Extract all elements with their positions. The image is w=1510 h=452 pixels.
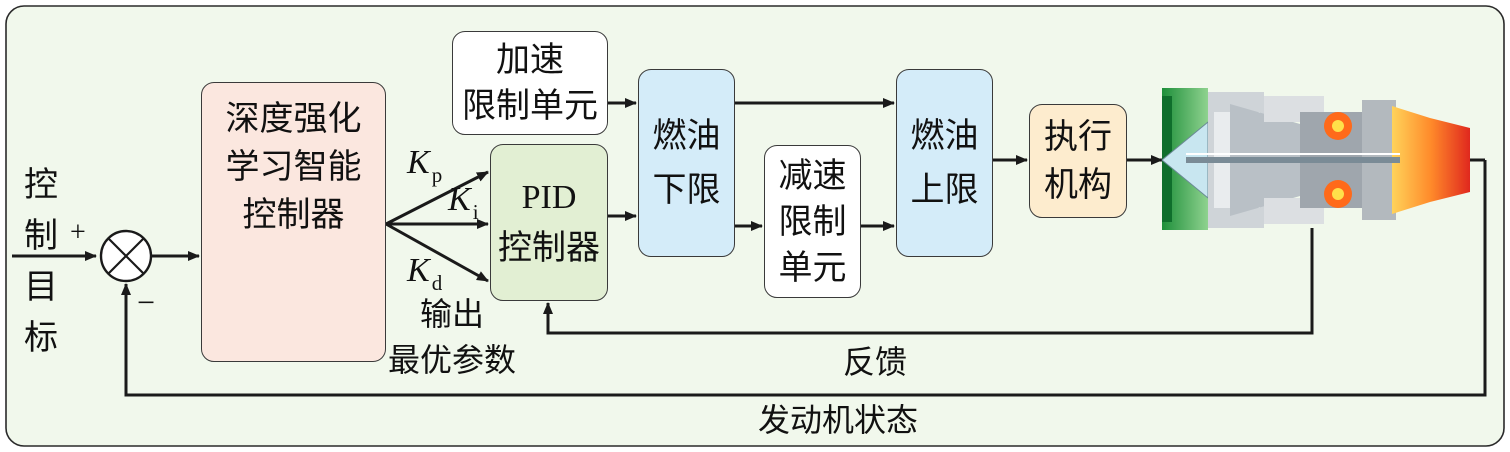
feedback-label: 反馈 [843,343,908,381]
kp-arrow [385,170,489,226]
accel-limit-label: 加速 限制单元 [462,40,598,126]
decel-limit-label: 减速 限制 单元 [778,155,847,288]
fuel-upper-limit-box: 燃油 上限 [896,69,993,257]
decel-limit-box: 减速 限制 单元 [764,145,861,298]
optimal-params-label: 最优参数 [388,341,517,379]
kd-label: Kd [407,252,443,295]
accel-limit-box: 加速 限制单元 [452,31,608,135]
pid-controller-label: PID 控制器 [498,178,600,268]
ki-label: Ki [448,181,479,224]
drl-controller-label: 深度强化 学习智能 控制器 [225,99,362,235]
drl-controller-box: 深度强化 学习智能 控制器 [201,82,386,362]
kd-arrow [385,222,489,283]
fuel-upper-limit-label: 燃油 上限 [910,116,979,210]
actuator-label: 执行 机构 [1044,117,1112,205]
kp-label: Kp [407,144,443,187]
sum-plus-sign: + [70,217,86,248]
sum-minus-sign: − [137,284,156,320]
engine-state-path [121,160,1487,397]
output-label: 输出 [420,295,485,333]
summing-junction [99,229,153,283]
turbofan-engine-image [1161,88,1470,230]
engine-state-label: 发动机状态 [758,401,919,439]
feedback-path [543,228,1314,335]
pid-controller-box: PID 控制器 [490,144,608,301]
actuator-box: 执行 机构 [1029,104,1127,218]
control-target-label: 控 制 目 标 [24,165,58,358]
fuel-lower-limit-box: 燃油 下限 [638,69,735,257]
fuel-lower-limit-label: 燃油 下限 [652,116,721,210]
